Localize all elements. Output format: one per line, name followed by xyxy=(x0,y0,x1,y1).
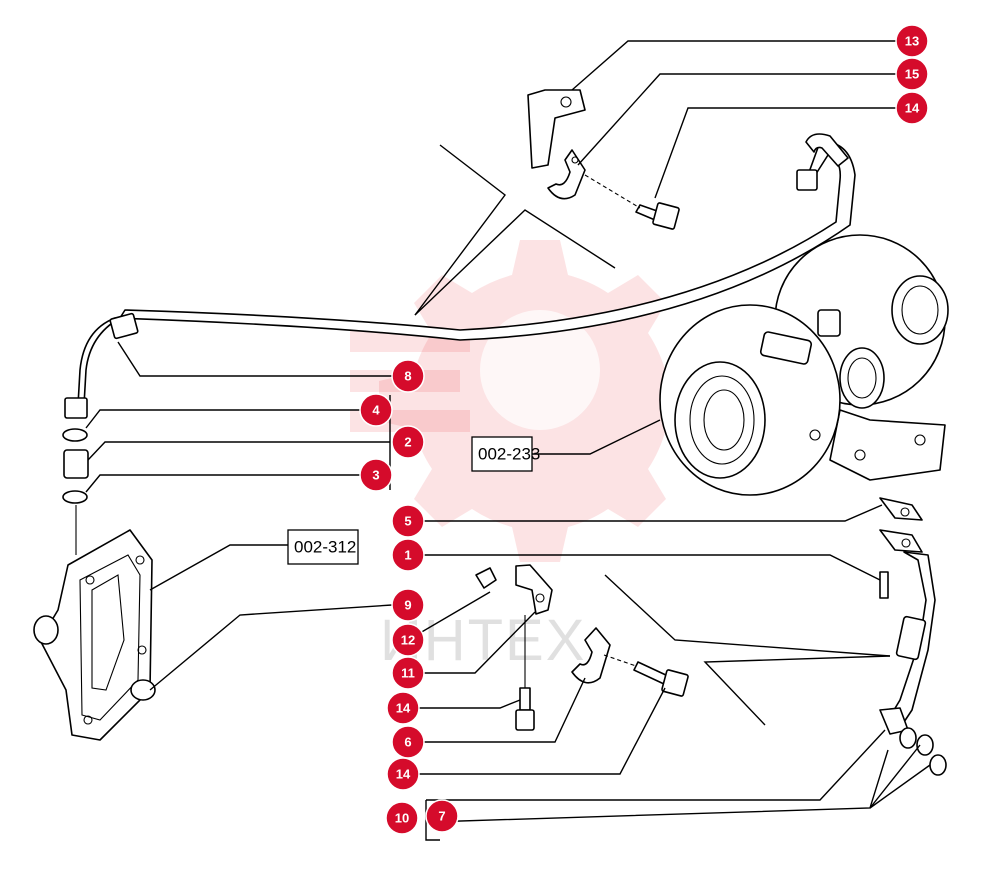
callout-5: 5 xyxy=(391,504,425,538)
callout-number: 7 xyxy=(438,809,445,824)
callout-15: 15 xyxy=(895,57,929,91)
callout-13: 13 xyxy=(895,24,929,58)
callout-3: 3 xyxy=(359,458,393,492)
callout-number: 8 xyxy=(404,369,411,384)
callout-12: 12 xyxy=(391,623,425,657)
turbocharger xyxy=(659,234,949,496)
reference-box-turbo: 002-233 xyxy=(471,436,540,472)
callout-6: 6 xyxy=(391,725,425,759)
callout-2: 2 xyxy=(391,425,425,459)
union-fitting xyxy=(62,428,89,555)
reference-label: 002-233 xyxy=(478,445,540,464)
callout-number: 3 xyxy=(372,468,379,483)
callout-number: 9 xyxy=(404,598,411,613)
callout-number: 14 xyxy=(396,767,411,782)
reference-arrows xyxy=(414,144,931,823)
callout-4: 4 xyxy=(359,393,393,427)
turbo-flange-gaskets xyxy=(879,497,923,553)
oil-return-pipe xyxy=(879,551,947,776)
callout-11: 11 xyxy=(391,656,425,690)
callout-number: 10 xyxy=(395,811,409,826)
callout-9: 9 xyxy=(391,588,425,622)
callout-leaders xyxy=(85,40,898,841)
lower-bracket-assembly xyxy=(475,564,689,731)
callout-7: 7 xyxy=(425,799,459,833)
callout-number: 5 xyxy=(404,514,411,529)
callout-number: 14 xyxy=(905,101,920,116)
reference-box-cover: 002-312 xyxy=(287,529,359,565)
oil-feed-pipe xyxy=(64,133,856,419)
callout-10: 10 xyxy=(385,801,419,835)
callout-number: 11 xyxy=(401,666,415,681)
callout-14-mid: 14 xyxy=(386,691,420,725)
cover-plate xyxy=(33,529,156,741)
reference-label: 002-312 xyxy=(294,538,356,557)
callout-number: 1 xyxy=(404,548,411,563)
upper-bracket-assembly xyxy=(527,89,680,230)
callout-number: 4 xyxy=(372,403,380,418)
callout-14-bottom: 14 xyxy=(386,757,420,791)
callout-number: 12 xyxy=(401,633,415,648)
callout-number: 2 xyxy=(404,435,411,450)
callout-14-top: 14 xyxy=(895,91,929,125)
callout-number: 14 xyxy=(396,701,411,716)
callout-8: 8 xyxy=(391,359,425,393)
callout-number: 15 xyxy=(905,67,919,82)
callout-1: 1 xyxy=(391,538,425,572)
callout-number: 13 xyxy=(905,34,919,49)
callout-number: 6 xyxy=(404,735,411,750)
